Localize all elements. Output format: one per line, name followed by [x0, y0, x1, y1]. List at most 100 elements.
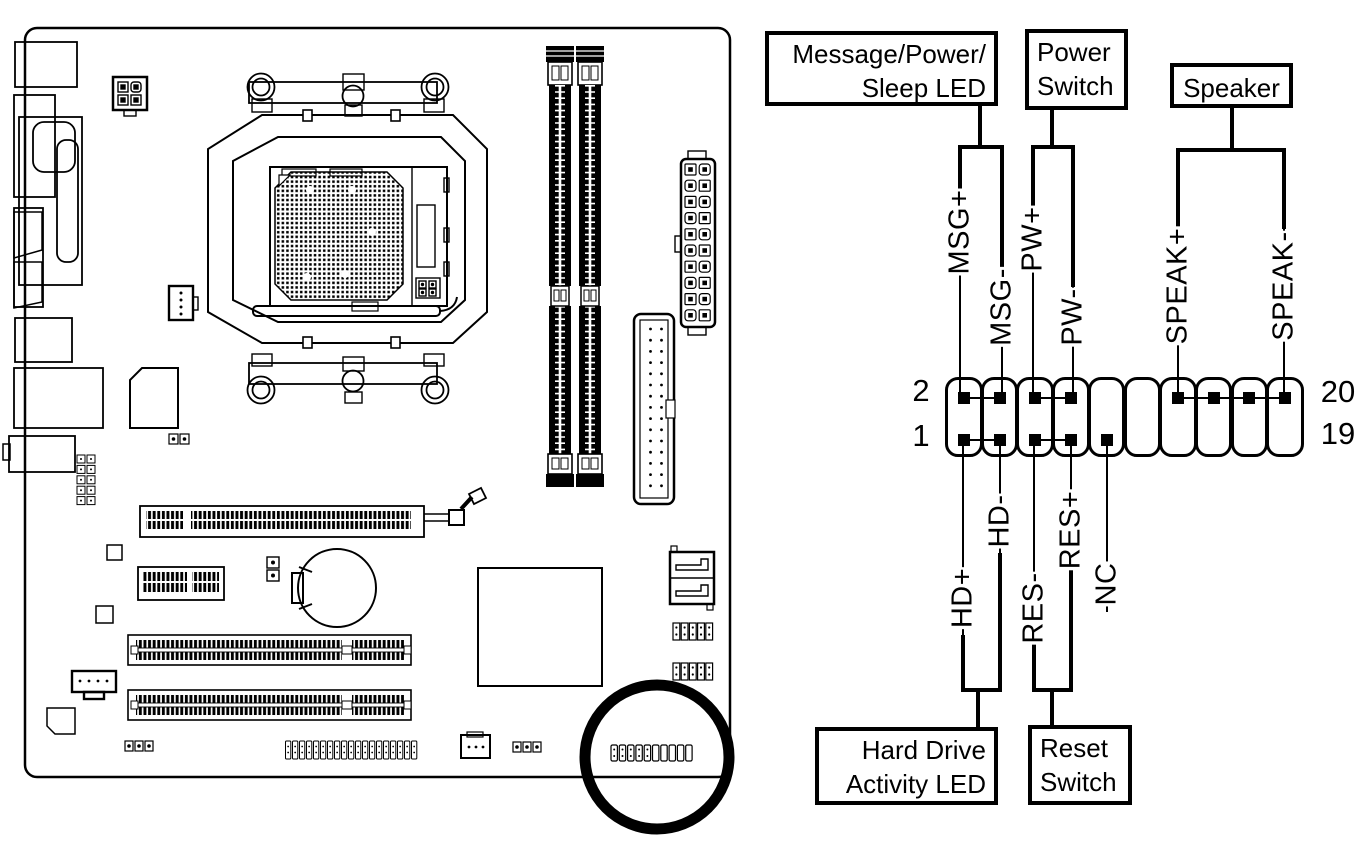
fdd-header	[70, 669, 118, 701]
wire-pw-branch	[1031, 145, 1075, 149]
message-power-sleep-led-box: Message/Power/ Sleep LED	[765, 31, 998, 106]
northbridge	[129, 367, 179, 429]
wire-res-plus-thick	[1069, 565, 1073, 692]
wire-msg-branch	[958, 145, 1004, 149]
hard-drive-activity-led-box: Hard Drive Activity LED	[815, 727, 998, 805]
wire-hd-branch	[961, 688, 1002, 692]
pin-top-col8	[1207, 392, 1220, 404]
connector-column-6	[1123, 377, 1162, 457]
wire-pw-stem	[1050, 108, 1054, 147]
wire-msg-plus-thick	[958, 145, 962, 190]
pin-label-hd-plus: HD+	[946, 566, 980, 630]
pin-number-19: 19	[1320, 416, 1356, 451]
cmos-jumper	[266, 556, 280, 582]
jumper-3pin-right	[512, 741, 542, 753]
pin-top-col10	[1279, 392, 1292, 404]
mosfet-pad-1	[106, 544, 123, 561]
pin-top-col9	[1243, 392, 1256, 404]
pcie-x16-slot	[139, 486, 488, 538]
pin-label-msg-minus: MSG-	[985, 267, 1019, 347]
board-outline	[23, 26, 732, 779]
power-switch-box: Power Switch	[1025, 29, 1128, 110]
pin-top-col4	[1064, 392, 1077, 404]
battery	[291, 548, 377, 628]
wire-pw-plus-thin	[1032, 209, 1034, 398]
wire-speak-minus-thick	[1282, 148, 1286, 229]
southbridge	[477, 567, 603, 687]
pin-label-nc: NC	[1090, 561, 1124, 607]
ddr-slot-1	[546, 46, 574, 487]
front-panel-header	[610, 744, 693, 762]
pin-label-res-plus: RES+	[1054, 489, 1088, 571]
pci-slot-2	[127, 689, 412, 721]
jumper-pads	[168, 433, 190, 445]
pin-link-top	[1178, 397, 1286, 399]
pin-top-col7	[1172, 392, 1184, 404]
wire-speaker-branch	[1176, 148, 1286, 152]
pin-label-speak-plus: SPEAK+	[1161, 226, 1195, 346]
wire-pw-plus-thick	[1031, 145, 1035, 209]
pin-top-col2	[993, 392, 1006, 404]
front-audio-header	[285, 740, 418, 760]
connector-column-10	[1266, 377, 1304, 457]
usb-header-2	[672, 662, 714, 681]
wire-nc-thin	[1106, 440, 1108, 612]
pin-link-bottom	[1035, 439, 1071, 441]
pin-label-pw-minus: PW-	[1056, 287, 1090, 347]
wire-res-stem	[1050, 692, 1054, 725]
pin-number-2: 2	[912, 373, 930, 408]
wire-pw-minus-thick	[1071, 145, 1075, 287]
wire-res-minus-thick	[1032, 642, 1036, 692]
highlight-circle	[579, 679, 735, 835]
pcie-x1-slot	[137, 566, 225, 601]
box-label-line: Sleep LED	[861, 73, 986, 103]
box-label-line: Switch	[1040, 767, 1117, 797]
pin-label-speak-minus: SPEAK-	[1267, 230, 1301, 342]
io-ports	[2, 41, 104, 506]
box-label-line: Reset	[1040, 733, 1108, 763]
usb-header-1	[672, 622, 714, 641]
pin-label-hd-minus: HD-	[983, 493, 1017, 549]
wire-msg-minus-thick	[1000, 145, 1004, 268]
ddr-slot-2	[576, 46, 604, 487]
pin-bottom-col3	[1029, 434, 1042, 446]
pin-top-col3	[1029, 392, 1042, 404]
box-label-line: Power	[1037, 37, 1111, 67]
pin-number-20: 20	[1320, 374, 1356, 409]
wire-hd-plus-thin	[962, 440, 964, 635]
box-label-line: Switch	[1037, 71, 1114, 101]
wire-speaker-stem	[1230, 106, 1234, 150]
jumper-3pin-left	[124, 740, 154, 752]
mosfet-pad-2	[95, 605, 114, 624]
atx-12v-power-connector	[111, 75, 149, 117]
box-label-line: Message/Power/	[792, 39, 986, 69]
wire-msg-stem	[978, 106, 982, 147]
cpu-socket	[207, 72, 488, 405]
wire-hd-stem	[976, 692, 980, 727]
ide-connector	[632, 312, 676, 506]
motherboard-figure	[2, 26, 735, 835]
pin-link-top	[1035, 397, 1071, 399]
corner-chip	[46, 707, 76, 735]
pin-link-bottom	[963, 439, 1000, 441]
box-label-line: Hard Drive	[861, 735, 986, 765]
cpu-fan-header	[167, 284, 199, 322]
pin-number-1: 1	[912, 418, 930, 453]
connector-column-8	[1194, 377, 1233, 457]
pin-link-top	[963, 397, 1000, 399]
box-label-line: Activity LED	[845, 769, 986, 799]
wire-hd-plus-thick	[961, 635, 965, 692]
box-label-line: Speaker	[1183, 73, 1280, 103]
wire-hd-minus-thick	[998, 553, 1002, 692]
speaker-box: Speaker	[1170, 63, 1293, 108]
pin-label-pw-plus: PW+	[1016, 205, 1050, 273]
pin-label-msg-plus: MSG+	[943, 188, 977, 276]
wire-res-minus-thin	[1033, 440, 1035, 642]
sata-connectors	[668, 545, 716, 611]
reset-switch-box: Reset Switch	[1028, 725, 1132, 805]
wire-res-branch	[1032, 688, 1073, 692]
wire-speak-plus-thick	[1176, 148, 1180, 229]
pci-slot-1	[127, 634, 412, 666]
pin-label-res-minus: RES-	[1017, 571, 1051, 645]
